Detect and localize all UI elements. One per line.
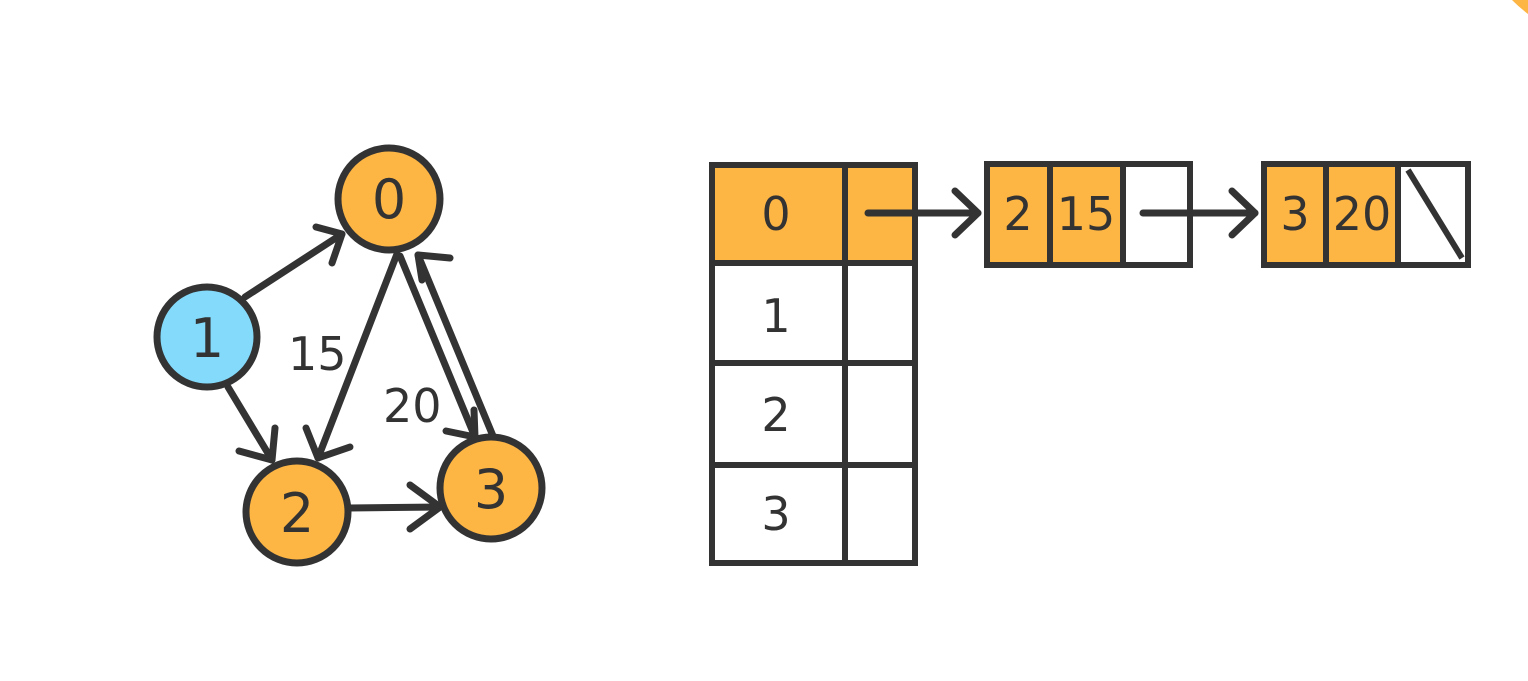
- graph-node-3: 3: [436, 433, 546, 543]
- edge-1-to-2: [224, 383, 279, 464]
- edge-weight-label-0-3: 20: [383, 379, 442, 433]
- graph-node-1: 1: [153, 283, 261, 391]
- pointer-arrow-node1-to-node2: [1139, 187, 1259, 239]
- node-circle: [436, 433, 546, 543]
- vertex-label: 3: [761, 487, 790, 541]
- adjacency-table: 0 1 2 3: [709, 162, 918, 566]
- target-label: 3: [1280, 187, 1309, 241]
- weight-cell: [1326, 164, 1398, 265]
- edge-1-to-0: [241, 223, 346, 301]
- corner-decoration: [1512, 0, 1528, 14]
- target-cell: [1264, 164, 1326, 265]
- table-row: 1: [761, 289, 790, 343]
- list-node: 2 15: [984, 161, 1193, 268]
- edge-weight-label-0-2: 15: [288, 327, 347, 381]
- node-label: 2: [280, 482, 314, 545]
- weight-cell: [1050, 164, 1123, 265]
- weight-label: 20: [1333, 187, 1392, 241]
- graph-edges: [224, 223, 497, 533]
- table-row: 2: [761, 388, 790, 442]
- node-circle: [242, 457, 352, 567]
- table-row: 3: [761, 487, 790, 541]
- weight-label: 15: [1057, 187, 1116, 241]
- vertex-label: 0: [761, 187, 790, 241]
- table-grid: [709, 162, 918, 566]
- vertex-cell: [712, 165, 845, 263]
- null-pointer-slash: [1405, 168, 1465, 260]
- node-label: 0: [372, 168, 406, 231]
- vertex-label: 1: [761, 289, 790, 343]
- graph-node-0: 0: [334, 144, 444, 254]
- vertex-label: 2: [761, 388, 790, 442]
- pointer-arrow-row0-to-node1: [864, 187, 982, 239]
- list-node: 3 20: [1261, 161, 1471, 268]
- node-circle: [153, 283, 261, 391]
- node-circle: [334, 144, 444, 254]
- node-label: 1: [190, 307, 224, 370]
- edge-3-to-0: [414, 251, 497, 440]
- edge-0-to-2: [302, 250, 401, 462]
- node-label: 3: [474, 458, 508, 521]
- edge-2-to-3: [345, 481, 444, 533]
- graph-node-2: 2: [242, 457, 352, 567]
- target-label: 2: [1003, 187, 1032, 241]
- target-cell: [987, 164, 1050, 265]
